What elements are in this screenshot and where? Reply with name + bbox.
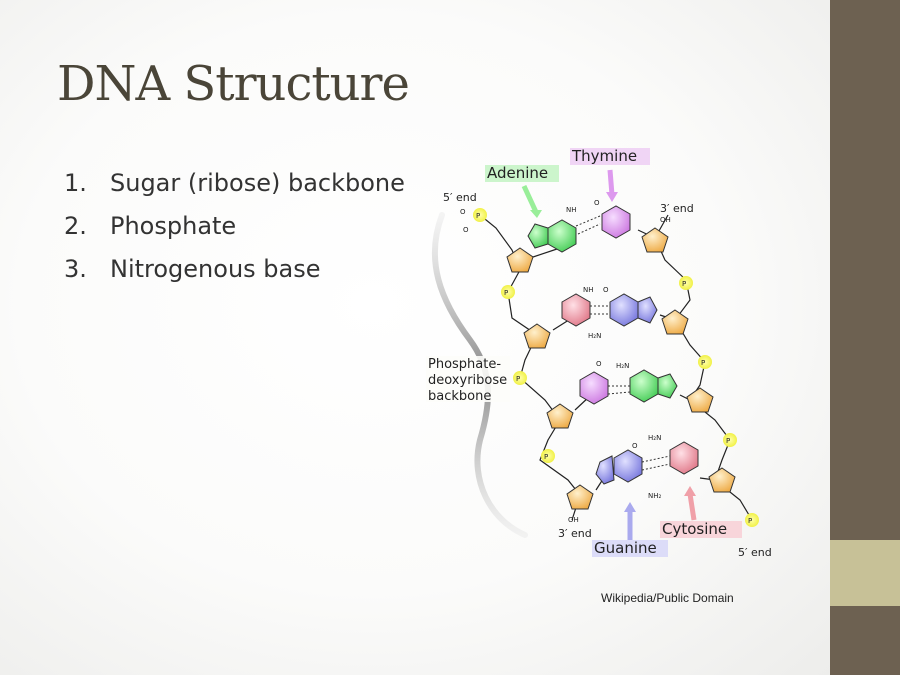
- thymine-ring-icon: [601, 205, 631, 239]
- atom-labels: NH O NH O H₂N H₂N O H₂N O NH₂ O O OH OH: [460, 199, 671, 524]
- svg-text:O: O: [463, 226, 469, 234]
- five-end-bottom-label: 5′ end: [738, 546, 772, 559]
- svg-text:P: P: [726, 437, 730, 445]
- backbone-label-bg: [426, 356, 510, 402]
- sidebar-decoration-bottom: [830, 606, 900, 675]
- label-arrows: [521, 169, 697, 540]
- guanine-ring-icon: [609, 293, 639, 327]
- base-pair-cytosine-guanine: [561, 293, 658, 327]
- phosphate-icon: [473, 208, 487, 222]
- phosphate-icon: [679, 276, 693, 290]
- adenine-ring-icon: [547, 219, 577, 253]
- svg-text:P: P: [504, 289, 508, 297]
- guanine-label: Guanine: [594, 539, 657, 557]
- thymine-label: Thymine: [571, 147, 637, 165]
- adenine-ring-icon: [527, 223, 549, 249]
- image-credit: Wikipedia/Public Domain: [601, 591, 734, 605]
- phosphate-icon: [745, 513, 759, 527]
- svg-text:H₂N: H₂N: [588, 332, 601, 340]
- cytosine-ring-icon: [561, 293, 591, 327]
- svg-text:NH: NH: [566, 206, 577, 214]
- sugar-icon: [708, 467, 736, 493]
- sidebar-accent-block: [830, 540, 900, 606]
- sugar-icon: [566, 484, 594, 510]
- svg-text:H₂N: H₂N: [648, 434, 661, 442]
- cytosine-label-bg: [660, 521, 742, 538]
- base-pair-guanine-cytosine: [595, 441, 699, 485]
- sugar-icon: [641, 227, 669, 253]
- cytosine-label: Cytosine: [662, 520, 727, 538]
- sugar-rings: [506, 227, 736, 510]
- adenine-label: Adenine: [487, 164, 548, 182]
- base-pair-adenine-thymine: [527, 205, 631, 253]
- svg-text:H₂N: H₂N: [616, 362, 629, 370]
- list-item: 3.Nitrogenous base: [64, 255, 321, 283]
- phosphate-icon: [501, 285, 515, 299]
- sugar-icon: [523, 323, 551, 349]
- sugar-icon: [686, 387, 714, 413]
- svg-text:NH₂: NH₂: [648, 492, 662, 500]
- backbone-label-line3: backbone: [428, 389, 491, 404]
- base-pair-thymine-adenine: [579, 369, 678, 405]
- slide-canvas: [0, 0, 830, 675]
- list-item: 1.Sugar (ribose) backbone: [64, 169, 405, 197]
- svg-text:OH: OH: [568, 516, 579, 524]
- svg-text:P: P: [516, 375, 520, 383]
- phosphate-icon: [513, 371, 527, 385]
- svg-text:P: P: [544, 453, 548, 461]
- bullet-list: 1.Sugar (ribose) backbone 2.Phosphate 3.…: [64, 165, 405, 294]
- phosphate-icon: [541, 449, 555, 463]
- svg-text:P: P: [682, 280, 686, 288]
- list-item: 2.Phosphate: [64, 212, 237, 240]
- svg-text:O: O: [460, 208, 466, 216]
- svg-text:P: P: [476, 212, 480, 220]
- sugar-icon: [546, 403, 574, 429]
- svg-text:P: P: [748, 517, 752, 525]
- guanine-ring-icon: [613, 449, 643, 483]
- svg-text:O: O: [594, 199, 600, 207]
- guanine-ring-icon: [637, 296, 658, 324]
- svg-text:O: O: [603, 286, 609, 294]
- adenine-ring-icon: [657, 373, 678, 399]
- svg-text:NH: NH: [583, 286, 594, 294]
- backbone-label-line1: Phosphate-: [428, 357, 501, 372]
- phosphate-groups: P P P P P P P P: [473, 208, 759, 527]
- sugar-icon: [661, 309, 689, 335]
- three-end-bottom-label: 3′ end: [558, 527, 592, 540]
- cytosine-ring-icon: [669, 441, 699, 475]
- adenine-ring-icon: [629, 369, 659, 403]
- thymine-label-bg: [570, 148, 650, 165]
- svg-text:OH: OH: [660, 216, 671, 224]
- guanine-label-bg: [592, 540, 668, 557]
- guanine-ring-icon: [595, 455, 615, 485]
- svg-text:P: P: [701, 359, 705, 367]
- thymine-ring-icon: [579, 371, 609, 405]
- sidebar-decoration: [830, 0, 900, 540]
- sugar-icon: [506, 247, 534, 273]
- right-strand: [637, 214, 753, 521]
- phosphate-icon: [698, 355, 712, 369]
- slide-title: DNA Structure: [57, 56, 410, 112]
- five-end-top-label: 5′ end: [443, 191, 477, 204]
- phosphate-icon: [723, 433, 737, 447]
- svg-text:O: O: [632, 442, 638, 450]
- adenine-label-bg: [485, 165, 559, 182]
- svg-text:O: O: [596, 360, 602, 368]
- backbone-label-line2: deoxyribose: [428, 373, 507, 388]
- three-end-top-label: 3′ end: [660, 202, 694, 215]
